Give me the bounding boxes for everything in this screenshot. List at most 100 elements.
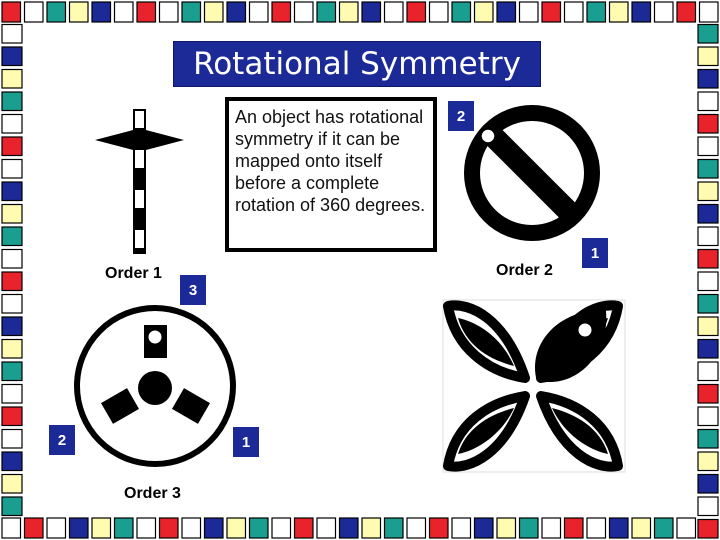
order-label-cross: Order 1 xyxy=(105,265,162,282)
border-tile xyxy=(698,1,719,23)
marker-no-sign-1: 1 xyxy=(582,238,608,268)
border-tile xyxy=(697,316,719,337)
border-tile xyxy=(271,517,292,539)
border-tile xyxy=(68,1,89,23)
border-tile xyxy=(158,517,179,539)
border-tile xyxy=(697,293,719,314)
border-tile xyxy=(1,293,23,314)
border-tile xyxy=(1,23,23,44)
border-tile xyxy=(697,473,719,494)
border-tile xyxy=(1,473,23,494)
border-tile xyxy=(1,68,23,89)
border-tile xyxy=(203,1,224,23)
border-tile xyxy=(383,1,404,23)
border-tile xyxy=(697,91,719,112)
marker-no-sign-2: 2 xyxy=(448,101,474,131)
border-tile xyxy=(697,226,719,247)
border-tile xyxy=(248,517,269,539)
border-tile xyxy=(697,428,719,449)
order-label-no-sign: Order 2 xyxy=(496,262,553,279)
definition-text: An object has rotational symmetry if it … xyxy=(225,97,437,252)
border-tile xyxy=(586,517,607,539)
border-tile xyxy=(496,1,517,23)
border-tile xyxy=(697,181,719,202)
border-tile xyxy=(608,517,629,539)
border-tile xyxy=(473,517,494,539)
border-tile xyxy=(697,361,719,382)
border-tile xyxy=(563,517,584,539)
border-tile xyxy=(1,338,23,359)
border-tile xyxy=(653,517,674,539)
border-tile xyxy=(1,406,23,427)
order-label-tri-circle: Order 3 xyxy=(124,485,181,502)
border-tile xyxy=(1,361,23,382)
border-tile xyxy=(361,517,382,539)
border-tile xyxy=(1,316,23,337)
border-tile xyxy=(1,428,23,449)
border-tile xyxy=(697,406,719,427)
border-tile xyxy=(518,1,539,23)
border-tile xyxy=(451,517,472,539)
border-tile xyxy=(1,226,23,247)
border-tile xyxy=(338,1,359,23)
border-tile xyxy=(1,46,23,67)
border-tile xyxy=(1,1,22,23)
border-tile xyxy=(113,517,134,539)
border-tile xyxy=(1,136,23,157)
border-tile xyxy=(226,1,247,23)
border-tile xyxy=(1,91,23,112)
border-tile xyxy=(697,338,719,359)
border-tile xyxy=(406,1,427,23)
border-tile xyxy=(563,1,584,23)
border-tile xyxy=(293,517,314,539)
border-tile xyxy=(586,1,607,23)
marker-tri-circle-3: 3 xyxy=(180,275,206,305)
border-tile xyxy=(697,496,719,517)
border-tile xyxy=(316,517,337,539)
border-tile xyxy=(697,248,719,269)
border-tile xyxy=(136,517,157,539)
border-tile xyxy=(518,517,539,539)
border-tile xyxy=(1,496,23,517)
tri-circle-figure xyxy=(74,305,236,467)
border-tile xyxy=(338,517,359,539)
border-tile xyxy=(181,517,202,539)
border-tile xyxy=(631,517,652,539)
border-tile xyxy=(23,1,44,23)
border-tile xyxy=(676,1,697,23)
border-tile xyxy=(203,517,224,539)
border-tile xyxy=(248,1,269,23)
border-tile xyxy=(451,1,472,23)
slide-title: Rotational Symmetry xyxy=(173,41,541,87)
border-tile xyxy=(541,1,562,23)
border-tile xyxy=(631,1,652,23)
border-tile xyxy=(473,1,494,23)
cross-figure xyxy=(95,109,184,254)
border-tile xyxy=(136,1,157,23)
border-tile xyxy=(181,1,202,23)
border-tile xyxy=(697,518,719,539)
border-tile xyxy=(697,68,719,89)
border-tile xyxy=(496,517,517,539)
border-tile xyxy=(91,517,112,539)
border-tile xyxy=(46,1,67,23)
border-tile xyxy=(1,158,23,179)
border-tile xyxy=(1,451,23,472)
border-tile xyxy=(226,517,247,539)
border-tile xyxy=(428,517,449,539)
border-tile xyxy=(541,517,562,539)
border-tile xyxy=(158,1,179,23)
border-tile xyxy=(653,1,674,23)
border-tile xyxy=(697,383,719,404)
border-tile xyxy=(91,1,112,23)
border-tile xyxy=(1,113,23,134)
border-tile xyxy=(697,46,719,67)
border-tile xyxy=(697,158,719,179)
marker-tri-circle-1: 1 xyxy=(233,427,259,457)
border-tile xyxy=(697,203,719,224)
border-tile xyxy=(113,1,134,23)
border-tile xyxy=(406,517,427,539)
border-tile xyxy=(293,1,314,23)
